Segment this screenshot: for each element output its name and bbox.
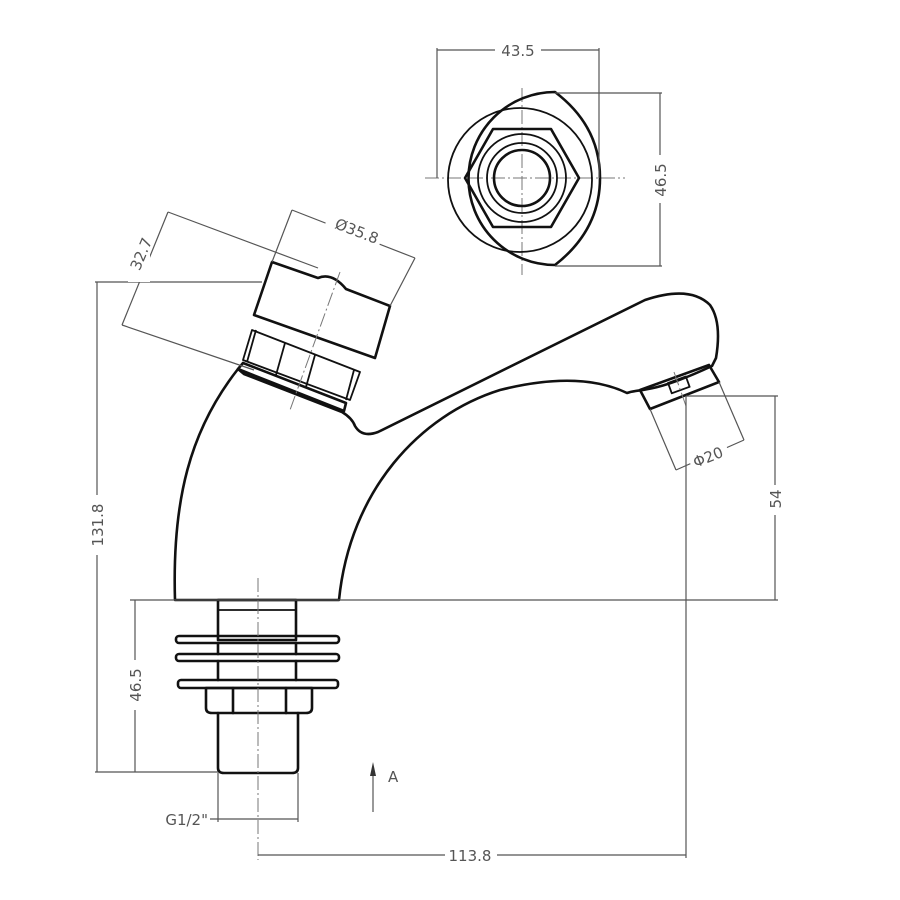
top-view: 43.5 46.5 <box>425 40 670 275</box>
dim-ext-line <box>649 408 677 471</box>
hex-edge <box>345 369 355 401</box>
aerator-body <box>638 363 721 411</box>
dim-ext-line <box>167 211 319 269</box>
button-cap <box>252 260 392 360</box>
dim-label-shank-length: 46.5 <box>127 668 145 701</box>
dim-label-top-height: 46.5 <box>652 163 670 196</box>
dimensions: 131.8 46.5 32.7 Ø35.8 Φ20 <box>87 208 785 866</box>
shank-upper <box>216 598 298 642</box>
dim-ext-line <box>389 257 416 307</box>
dim-label-top-width: 43.5 <box>501 42 534 60</box>
arrow-up-icon <box>370 762 376 776</box>
locking-nut <box>204 686 314 715</box>
dim-label-total-height: 131.8 <box>89 504 107 547</box>
view-arrow-a: A <box>370 762 399 812</box>
top-view-inner-ring <box>447 107 593 253</box>
top-view-ring-2 <box>486 142 558 214</box>
top-view-bore <box>492 148 552 208</box>
aerator <box>638 363 721 411</box>
aerator-centerline <box>673 371 687 407</box>
hex-edge <box>246 329 257 363</box>
hex-edge <box>305 354 316 388</box>
view-arrow-label: A <box>388 768 399 786</box>
dim-ext-line <box>718 381 745 441</box>
top-view-hex-nut <box>463 127 581 229</box>
dim-label-aerator-diameter: Φ20 <box>690 443 725 471</box>
top-view-hex-inner-circle <box>477 133 567 223</box>
dim-label-reach: 113.8 <box>449 847 492 865</box>
hex-edge <box>275 342 286 376</box>
button-flange <box>236 361 348 413</box>
button-centerline <box>289 271 341 411</box>
dim-label-thread: G1/2" <box>165 811 208 829</box>
dim-ext-line <box>121 324 255 371</box>
push-button <box>236 260 392 413</box>
side-view: 131.8 46.5 32.7 Ø35.8 Φ20 <box>87 208 785 866</box>
button-hex-section <box>242 329 361 401</box>
tap-body-outline <box>173 292 720 602</box>
dim-ext-line <box>271 209 293 263</box>
dim-label-spout-height: 54 <box>767 489 785 508</box>
